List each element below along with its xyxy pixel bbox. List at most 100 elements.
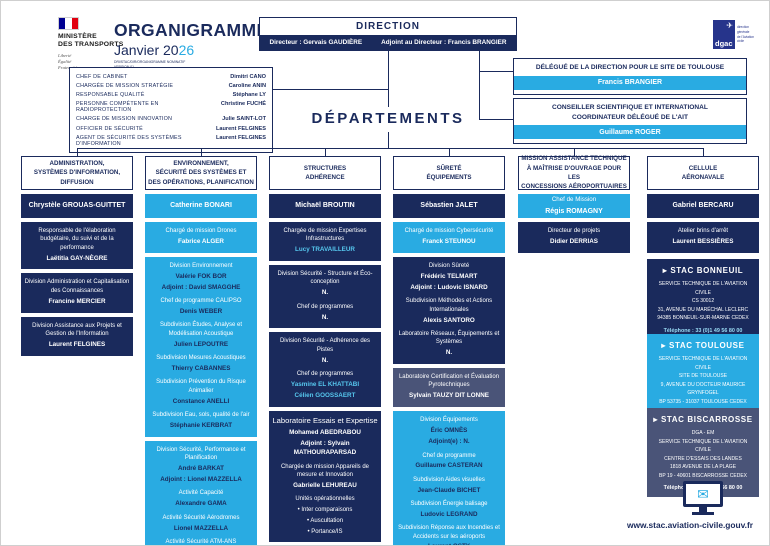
connector-line: [703, 148, 704, 156]
department-column-administration: ADMINISTRATION, SYSTÈMES D'INFORMATION, …: [21, 156, 133, 356]
role-label: Subdivision Études, Analyse et Modélisat…: [159, 322, 243, 337]
connector-line: [201, 148, 202, 156]
staff-person-name: Christine FUCHÉ: [220, 101, 266, 108]
delegate-name: Francis BRANGIER: [514, 75, 746, 90]
role-label: Chef de programmes: [296, 303, 354, 310]
staff-row: CHARGE DE MISSION INNOVATION Julie SAINT-…: [76, 115, 266, 124]
role-label: Responsable de l'élaboration budgétaire,…: [38, 228, 116, 251]
location-phone: Téléphone : 33 (0)1 49 56 80 00: [663, 327, 743, 334]
person-name: Chrystèle GROUAS-GUITTET: [28, 202, 126, 210]
location-address-line: SERVICE TECHNIQUE DE L'AVIATION CIVILE: [658, 281, 748, 296]
connector-line: [388, 51, 389, 107]
connector-line: [479, 71, 513, 72]
deputy-director-name: Adjoint au Directeur : Francis BRANGIER: [381, 39, 507, 46]
ministry-logo: MINISTÈRE DES TRANSPORTS Liberté Égalité…: [58, 17, 136, 71]
person-name: Frédéric TELMART: [420, 272, 478, 280]
department-head-box: Michaël BROUTIN: [269, 194, 381, 218]
person-name: Fabrice ALGER: [178, 237, 224, 245]
person-name: Sébastien JALET: [420, 202, 478, 210]
location-address-line: CS 30012: [691, 298, 715, 304]
location-address-line: SERVICE TECHNIQUE DE L'AVIATION CIVILE: [658, 356, 748, 371]
arrow-icon: ▸: [653, 415, 658, 424]
location-title: ▸STAC TOULOUSE: [661, 341, 745, 350]
envelope-icon: ✉: [697, 486, 709, 502]
staff-person-name: Caroline ANIN: [228, 82, 266, 89]
person-name: N.: [321, 356, 329, 364]
monitor-base: [692, 512, 714, 515]
person-name: Célien GOOSSAERT: [294, 392, 356, 400]
arrow-icon: ▸: [662, 266, 668, 275]
website-url[interactable]: www.stac.aviation-civile.gouv.fr: [626, 520, 754, 530]
person-name: Constance ANELLI: [172, 397, 230, 405]
person-name: Laëtitia GAY-NÈGRE: [46, 254, 108, 262]
location-address-line: 1818 AVENUE DE LA PLAGE: [669, 464, 737, 470]
scientific-advisor-box: CONSEILLER SCIENTIFIQUE ET INTERNATIONAL…: [513, 98, 747, 145]
department-title: MISSION ASSISTANCE TECHNIQUE À MAÎTRISE …: [518, 155, 630, 190]
connector-line: [77, 148, 704, 149]
dgac-acronym: dgac: [715, 39, 733, 48]
department-title: CELLULE AÉRONAVALE: [647, 156, 759, 190]
person-name: Didier DERRIAS: [550, 237, 598, 245]
department-head-box: Sébastien JALET: [393, 194, 505, 218]
ministry-motto: Liberté Égalité Fraternité: [58, 52, 77, 70]
department-head-box: Gabriel BERCARU: [647, 194, 759, 218]
location-address-line: CENTRE D'ESSAIS DES LANDES: [664, 455, 742, 462]
staff-role: CHARGÉE DE MISSION STRATÉGIE: [76, 82, 174, 89]
person-name: Adjoint : Ludovic ISNARD: [410, 283, 488, 291]
staff-role: AGENT DE SÉCURITÉ DES SYSTÈMES D'INFORMA…: [76, 134, 182, 147]
person-name: Gabriel BERCARU: [672, 202, 734, 210]
person-name: Gabrielle LEHUREAU: [293, 481, 357, 489]
page-title: ORGANIGRAMME: [114, 20, 269, 40]
department-title: ADMINISTRATION, SYSTÈMES D'INFORMATION, …: [21, 156, 133, 190]
page-subtitle: Janvier 2026: [114, 42, 195, 58]
location-title: ▸STAC BONNEUIL: [662, 266, 744, 275]
person-name: N.: [321, 313, 329, 321]
staff-person-name: Stéphane LY: [232, 91, 266, 98]
direction-title: DIRECTION: [356, 21, 420, 32]
location-address-line: 94385 BONNEUIL-SUR-MARNE CEDEX: [657, 315, 749, 321]
org-unit-box: Division Administration et Capitalisatio…: [21, 273, 133, 313]
person-name: Éric OMNÈS: [430, 426, 468, 434]
website-monitor-icon: ✉: [683, 481, 723, 515]
advisor-name: Guillaume ROGER: [514, 125, 746, 140]
person-name: Alexis SANTORO: [423, 316, 475, 324]
person-name: Adjoint : Sylvain MATHOURAPARSAD: [293, 440, 357, 457]
person-name: Michaël BROUTIN: [295, 202, 355, 210]
location-address-line: 31, AVENUE DU MARÉCHAL LECLERC: [657, 306, 749, 313]
person-name: Adjoint : David SMAGGHE: [161, 283, 241, 291]
staff-role: OFFICIER DE SÉCURITÉ: [76, 125, 143, 132]
org-unit-box: Laboratoire Certification et Évaluation …: [393, 367, 505, 407]
staff-row: CHARGÉE DE MISSION STRATÉGIE Caroline ANI…: [76, 81, 266, 90]
department-head-box: Catherine BONARI: [145, 194, 257, 218]
person-name: N.: [321, 289, 329, 297]
org-unit-box: Responsable de l'élaboration budgétaire,…: [21, 222, 133, 270]
role-label: Division Assistance aux Projets et Gesti…: [32, 322, 122, 337]
delegate-toulouse-box: DÉLÉGUÉ DE LA DIRECTION POUR LE SITE DE …: [513, 58, 747, 95]
staff-role: CHARGE DE MISSION INNOVATION: [76, 116, 173, 123]
role-label: Division Sécurité, Performance et Planif…: [156, 446, 246, 461]
department-column-mission-assistance: MISSION ASSISTANCE TECHNIQUE À MAÎTRISE …: [518, 155, 630, 253]
role-label: Chef de programme CALIPSO: [160, 298, 242, 305]
ministry-name: MINISTÈRE DES TRANSPORTS: [58, 33, 124, 49]
staff-person-name: Julie SAINT-LOT: [222, 116, 266, 123]
person-name: Stéphanie KERBRAT: [169, 421, 233, 429]
connector-line: [479, 119, 513, 120]
role-label: Activité Sécurité Aérodromes: [162, 514, 240, 521]
document-title-block: ORGANIGRAMME Janvier 2026 DRI/STAC/DIR/O…: [114, 20, 269, 70]
role-label: • Auscultation: [306, 517, 344, 524]
advisor-title: CONSEILLER SCIENTIFIQUE ET INTERNATIONAL…: [552, 104, 708, 121]
role-label: Chargée de mission Appareils de mesure e…: [280, 463, 370, 478]
role-label: Laboratoire Essais et Expertise: [272, 416, 378, 425]
